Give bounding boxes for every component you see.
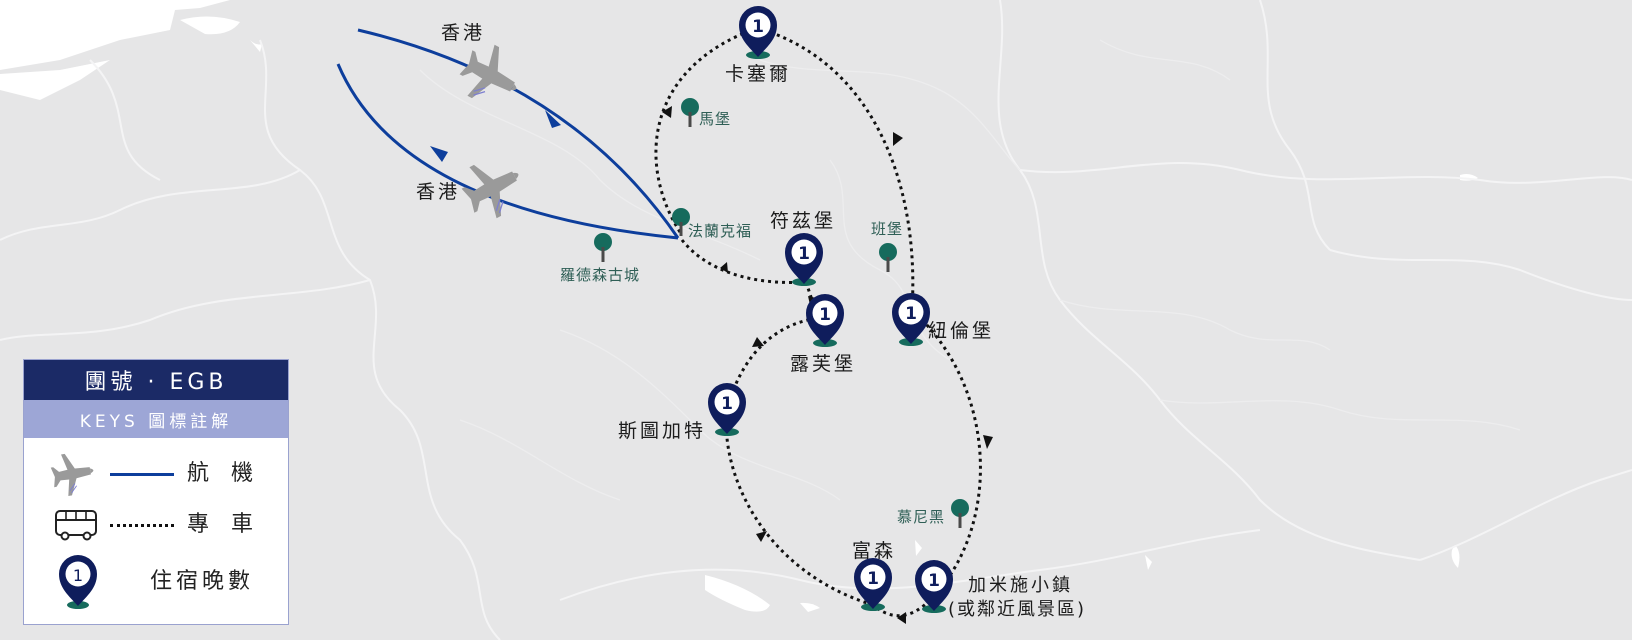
city-label-garmisch: 加米施小鎮 [968,575,1073,596]
outbound-direction-arrow [545,110,561,128]
city-label-stuttgart: 斯圖加特 [618,420,707,442]
coach-route-wurzburg-frankfurt [680,239,807,284]
hotel-marker-wurzburg: 1 [785,233,823,286]
legend-title: 團號 · EGB [24,360,288,400]
svg-text:1: 1 [73,566,83,585]
city-label-rothenburg: 露芙堡 [790,353,857,375]
svg-text:1: 1 [721,394,733,414]
legend-flight-label: 航 機 [187,461,254,486]
poi-marker-marburg [681,98,699,127]
poi-label-frankfurt: 法蘭克福 [688,222,753,240]
outbound-flight-route [357,28,680,239]
hotel-pin-icon: 1 [59,555,97,609]
svg-text:1: 1 [819,305,831,325]
svg-text:1: 1 [798,244,810,264]
coach-route-stuttgart-rothenburg [725,316,819,411]
legend-hotel-label: 住宿晚數 [150,569,255,594]
svg-text:1: 1 [928,571,940,591]
coach-route-nuremberg-garmisch [910,308,982,602]
poi-marker-munich [951,499,969,528]
flight-routes [336,28,680,240]
hotel-marker-stuttgart: 1 [708,383,746,436]
outbound-plane-icon [451,36,531,116]
coach-route-fussen-stuttgart [724,409,874,607]
origin-label-return: 香港 [416,181,461,203]
flight-line-swatch [110,473,174,476]
poi-label-marburg: 馬堡 [699,110,732,128]
hotel-marker-fussen: 1 [854,558,892,611]
legend-row-hotel: 1 住宿晚數 [24,552,288,612]
hotel-marker-garmisch: 1 [915,560,953,613]
hotel-marker-rothenburg: 1 [806,294,844,347]
legend-row-coach: 專 車 [24,501,288,549]
city-label-wurzburg: 符茲堡 [770,210,837,232]
legend-row-flight: 航 機 [24,450,288,498]
hotel-marker-kassel: 1 [739,6,777,59]
poi-label-bamberg: 班堡 [871,220,904,238]
legend-coach-label: 專 車 [187,512,254,537]
water-bodies [0,0,1478,612]
city-label-garmisch-alt: (或鄰近風景區) [948,599,1087,620]
svg-text:1: 1 [905,304,917,324]
city-label-kassel: 卡塞爾 [725,63,792,85]
plane-icon [48,450,98,498]
return-direction-arrow [430,146,448,162]
svg-text:1: 1 [867,569,879,589]
poi-label-rudesheim: 羅德森古城 [560,266,641,284]
bus-icon [55,510,97,541]
poi-markers [594,98,969,528]
city-label-fussen: 富森 [852,540,897,562]
hotel-markers: 1 1 1 1 1 1 1 [708,6,953,613]
coach-line-swatch [110,524,174,527]
svg-text:1: 1 [752,17,764,37]
legend-subtitle: KEYS 圖標註解 [24,400,288,438]
poi-label-munich: 慕尼黑 [897,508,946,526]
coach-route-garmisch-fussen [872,598,932,618]
origin-label-outbound: 香港 [441,22,486,44]
poi-marker-rudesheim [594,233,612,262]
city-label-nuremberg: 紐倫堡 [928,320,995,342]
coach-route-frankfurt-kassel [654,26,758,233]
legend-panel: 團號 · EGB KEYS 圖標註解 航 機 專 車 [23,359,289,625]
hotel-marker-nuremberg: 1 [892,293,930,346]
coach-direction-arrows [662,106,993,624]
return-flight-route [336,63,679,240]
poi-marker-frankfurt [672,208,690,236]
poi-marker-bamberg [879,243,897,272]
